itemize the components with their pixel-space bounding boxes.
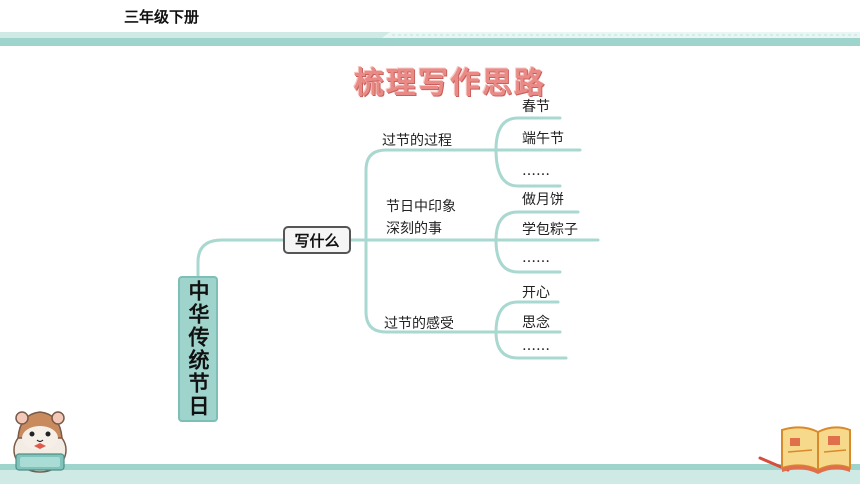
leaf-item: 春节 [522,99,550,115]
header-title: 三年级下册 [124,8,200,26]
leaf-item: 学包粽子 [522,222,578,238]
branch-label-process: 过节的过程 [382,133,452,149]
mindmap-title: 梳理写作思路 [354,66,546,101]
branch-label-feeling: 过节的感受 [384,316,454,332]
header-band [0,32,860,46]
leaf-item: …… [522,163,550,179]
footer-band [0,464,860,484]
book-icon [758,426,851,474]
root-node: 中华传统节日 [178,276,218,422]
leaf-item: …… [522,250,550,266]
branch-label-memorable: 节日中印象 深刻的事 [386,196,456,240]
leaf-item: …… [522,338,550,354]
leaf-item: 端午节 [522,131,564,147]
level1-node: 写什么 [283,226,351,254]
leaf-item: 思念 [522,315,550,331]
branch-label-line: 节日中印象 [386,199,456,215]
root-label: 中华传统节日 [186,280,210,418]
leaf-item: 开心 [522,285,550,301]
branch-label-line: 深刻的事 [386,221,442,237]
leaf-item: 做月饼 [522,192,564,208]
hamster-icon [13,411,67,473]
